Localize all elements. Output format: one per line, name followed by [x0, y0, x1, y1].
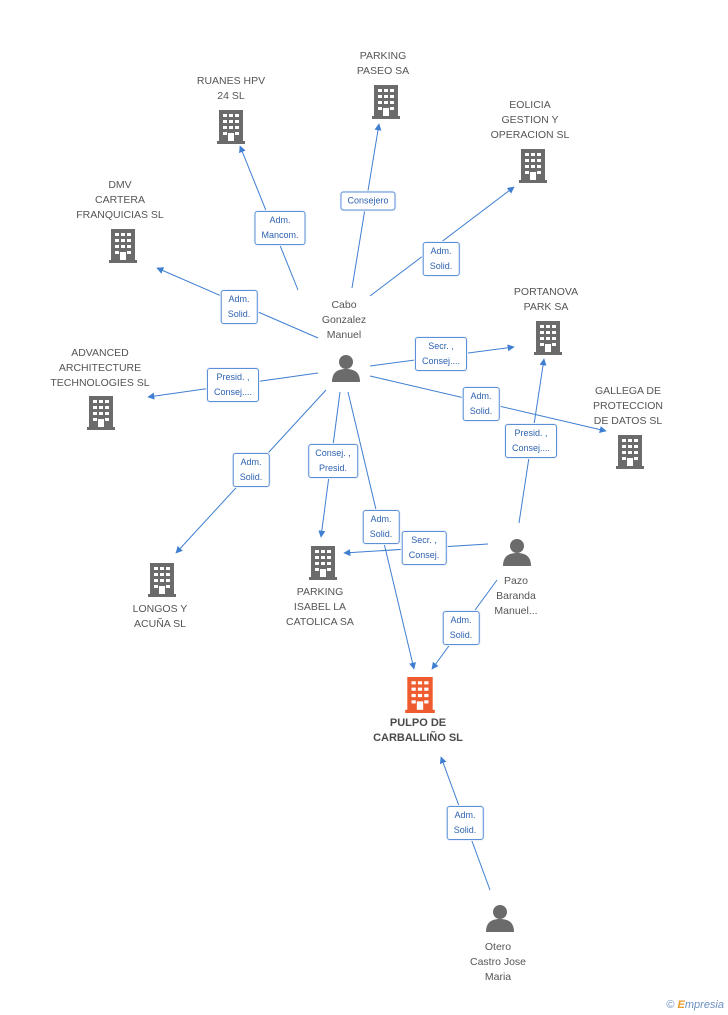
node-label-otero[interactable]: Otero Castro Jose Maria [469, 941, 527, 983]
building-icon-advanced[interactable] [87, 396, 115, 430]
edge-label-cabo-portanova[interactable]: Secr. , Consej.... [414, 337, 468, 371]
node-label-pulpo[interactable]: PULPO DE CARBALLIÑO SL [373, 717, 463, 744]
edge-cabo-eolicia [369, 186, 515, 297]
building-icon-parking_paseo[interactable] [372, 85, 400, 119]
node-label-ruanes[interactable]: RUANES HPV 24 SL [196, 75, 266, 102]
edge-label-pazo-portanova[interactable]: Presid. , Consej.... [504, 424, 558, 458]
copyright-symbol: © [666, 999, 675, 1011]
edge-label-cabo-pulpo[interactable]: Adm. Solid. [362, 510, 400, 544]
empresia-brand[interactable]: ©Empresia [666, 999, 724, 1011]
edge-label-cabo-ruanes[interactable]: Adm. Mancom. [254, 211, 306, 245]
building-icon-parking_isabel[interactable] [309, 546, 337, 580]
node-label-parking_paseo[interactable]: PARKING PASEO SA [356, 50, 410, 77]
brand-initial: E [677, 999, 685, 1011]
person-icon-otero[interactable] [486, 905, 514, 932]
edges-layer [147, 123, 607, 891]
building-icon-eolicia[interactable] [519, 149, 547, 183]
person-icon-cabo[interactable] [332, 355, 360, 382]
node-label-parking_isabel[interactable]: PARKING ISABEL LA CATOLICA SA [286, 586, 354, 628]
edge-label-cabo-gallega[interactable]: Adm. Solid. [462, 387, 500, 421]
node-label-longos[interactable]: LONGOS Y ACUÑA SL [132, 603, 188, 630]
edge-label-cabo-advanced[interactable]: Presid. , Consej.... [206, 368, 260, 402]
building-icon-pulpo[interactable] [405, 677, 435, 713]
building-icon-portanova[interactable] [534, 321, 562, 355]
building-icon-gallega[interactable] [616, 435, 644, 469]
edge-label-cabo-parking_isabel[interactable]: Consej. , Presid. [308, 444, 358, 478]
edge-label-cabo-longos[interactable]: Adm. Solid. [232, 453, 270, 487]
node-label-pazo[interactable]: Pazo Baranda Manuel... [494, 575, 538, 617]
brand-name: mpresia [684, 999, 724, 1011]
building-icon-dmv[interactable] [109, 229, 137, 263]
node-label-eolicia[interactable]: EOLICIA GESTION Y OPERACION SL [490, 99, 570, 141]
node-label-gallega[interactable]: GALLEGA DE PROTECCION DE DATOS SL [592, 385, 663, 427]
edge-label-pazo-parking_isabel[interactable]: Secr. , Consej. [401, 531, 447, 565]
edge-label-cabo-eolicia[interactable]: Adm. Solid. [422, 242, 460, 276]
building-icon-ruanes[interactable] [217, 110, 245, 144]
node-label-dmv[interactable]: DMV CARTERA FRANQUICIAS SL [76, 179, 164, 221]
edge-label-cabo-parking_paseo[interactable]: Consejero [340, 191, 396, 211]
node-label-advanced[interactable]: ADVANCED ARCHITECTURE TECHNOLOGIES SL [50, 347, 150, 389]
edge-label-pazo-pulpo[interactable]: Adm. Solid. [442, 611, 480, 645]
edge-label-cabo-dmv[interactable]: Adm. Solid. [220, 290, 258, 324]
edge-label-otero-pulpo[interactable]: Adm. Solid. [446, 806, 484, 840]
person-icon-pazo[interactable] [503, 539, 531, 566]
node-label-cabo[interactable]: Cabo Gonzalez Manuel [321, 299, 367, 341]
building-icon-longos[interactable] [148, 563, 176, 597]
node-label-portanova[interactable]: PORTANOVA PARK SA [513, 286, 579, 313]
